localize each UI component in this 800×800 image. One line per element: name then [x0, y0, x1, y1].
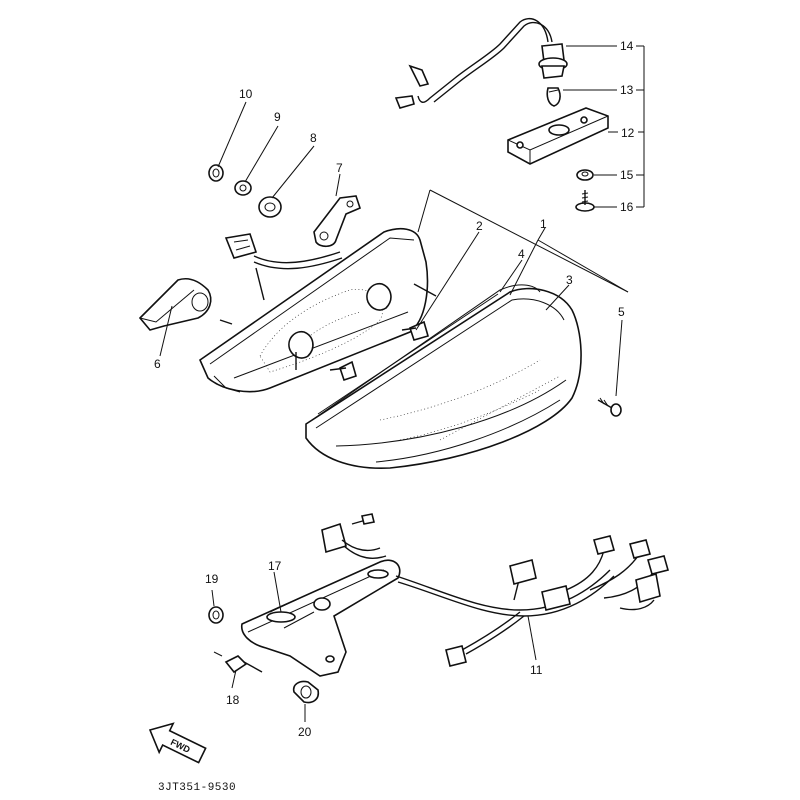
callout-15: 15: [620, 168, 634, 182]
callout-18: 18: [226, 693, 240, 707]
lens-screw: [597, 397, 622, 417]
license-light-housing: [507, 107, 609, 165]
callout-1: 1: [540, 217, 547, 231]
grommet: [208, 164, 224, 182]
screw: [575, 190, 595, 212]
callout-4: 4: [518, 247, 525, 261]
washer-small: [234, 180, 252, 196]
bulb: [546, 87, 561, 107]
callout-20: 20: [298, 725, 312, 739]
callout-12: 12: [621, 126, 635, 140]
callout-10: 10: [239, 87, 253, 101]
nut: [576, 169, 594, 181]
callout-3: 3: [566, 273, 573, 287]
callout-11: 11: [530, 663, 543, 677]
callout-8: 8: [310, 131, 317, 145]
license-light-wire: [394, 17, 553, 109]
forward-arrow-icon: FWD: [148, 722, 207, 764]
callout-13: 13: [620, 83, 634, 97]
callout-17: 17: [268, 559, 282, 573]
callout-19: 19: [205, 572, 219, 586]
bracket: [313, 195, 361, 248]
license-bracket: [241, 559, 401, 677]
taillight-base: [199, 227, 437, 393]
callout-2: 2: [476, 219, 483, 233]
leader-lines: [159, 45, 645, 397]
callout-labels: 1 2 3 4 5 6 7 8 9 10 11 12 13 14 15 16 1…: [154, 39, 635, 739]
washer-large: [258, 196, 282, 218]
callout-7: 7: [336, 161, 343, 175]
leader-lines-bottom: [211, 571, 537, 722]
reflector: [292, 680, 320, 704]
wire-harness: [321, 513, 669, 667]
bolt: [213, 651, 263, 674]
callout-9: 9: [274, 110, 281, 124]
callout-5: 5: [618, 305, 625, 319]
bulb-socket: [538, 43, 568, 79]
cushion: [138, 277, 212, 331]
callout-6: 6: [154, 357, 161, 371]
taillight-lens: [305, 284, 582, 469]
callout-14: 14: [620, 39, 634, 53]
diagram-code: 3JT351-9530: [158, 782, 236, 794]
callout-16: 16: [620, 200, 634, 214]
washer-rubber: [208, 606, 224, 624]
